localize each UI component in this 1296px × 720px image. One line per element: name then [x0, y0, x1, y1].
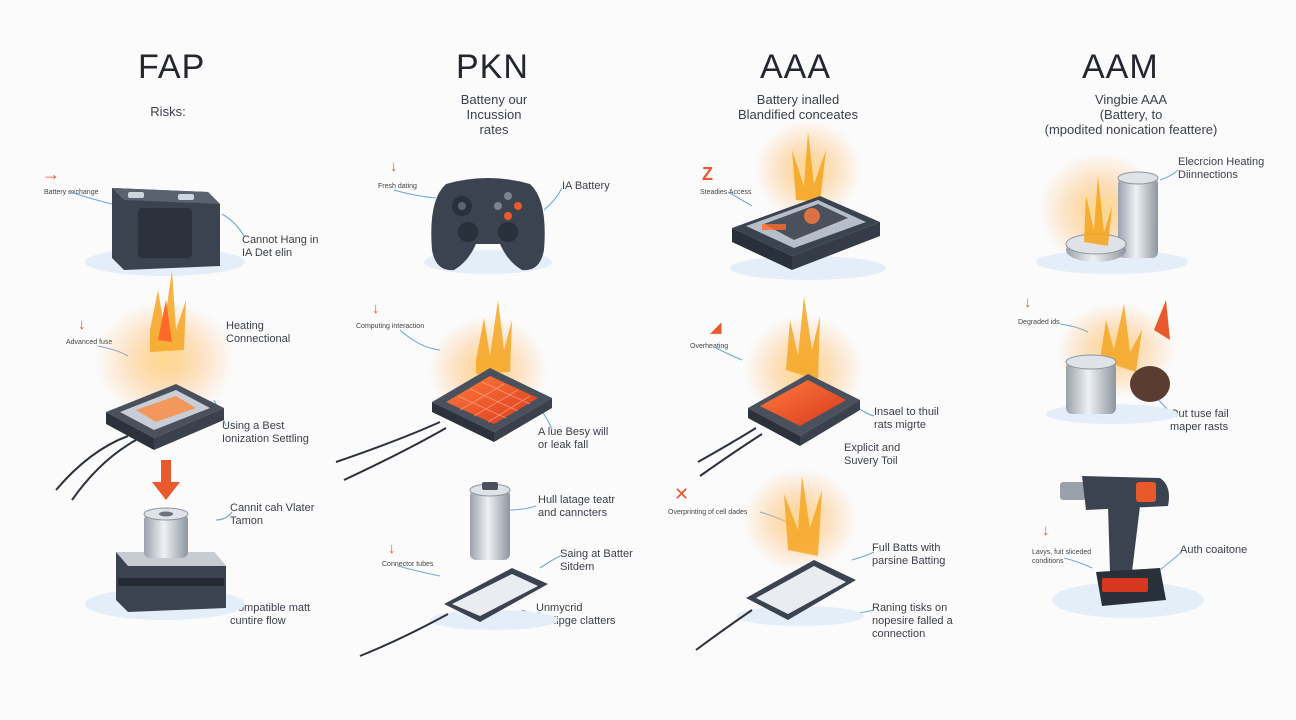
- note-label: Saing at Batter Sitdem: [560, 548, 633, 573]
- note-label: Auth coaitone: [1180, 544, 1248, 556]
- column-subtitle: Batteny our Incussion rates: [460, 92, 528, 137]
- note-label: Raning tisks on nopesire falled a connec…: [872, 602, 953, 640]
- arrow-down-icon: ↓: [388, 540, 396, 557]
- tag-label: Computing interaction: [356, 323, 425, 330]
- note-label: Elecrcion Heating Diinnections: [1178, 156, 1265, 181]
- tag-label: Advanced fuse: [66, 339, 113, 346]
- cell-fire-icon: [1036, 152, 1188, 274]
- tag-label: Overprinting of cell dades: [668, 509, 748, 516]
- cylinder-battery-icon: [469, 482, 511, 560]
- arrow-down-icon: ↓: [390, 158, 398, 175]
- game-controller-icon: [424, 178, 552, 274]
- column-title: PKN: [456, 48, 529, 86]
- tag-label: Steadies Access: [700, 189, 752, 196]
- note-label: IA Battery: [562, 180, 610, 192]
- down-arrow-icon: [152, 460, 180, 500]
- note-label: Full Batts with parsine Batting: [872, 542, 946, 567]
- arrow-down-icon: ↓: [1042, 522, 1050, 539]
- note-label: Explicit and Suvery Toil: [844, 442, 901, 467]
- column-aaa: AAA Battery inalled Blandified conceates…: [648, 0, 972, 720]
- battery-cell-on-base-icon: [85, 507, 245, 620]
- arrow-down-icon: ↓: [372, 300, 380, 317]
- arrow-down-icon: ↓: [1024, 294, 1032, 311]
- leaking-cell-icon: [1046, 300, 1178, 424]
- warning-triangle-icon: ◢: [710, 319, 722, 336]
- power-drill-icon: [1052, 476, 1204, 618]
- tag-label: Fresh dating: [378, 183, 417, 190]
- tag-label: Connector tubes: [382, 561, 434, 568]
- column-aam: AAM Vingbie AAA (Battery, to (mpodited n…: [972, 0, 1296, 720]
- tag-label: Overheating: [690, 343, 729, 350]
- column-title: AAA: [760, 48, 832, 86]
- note-label: Hull latage teatr and canncters: [538, 494, 616, 519]
- smartphone-fire-icon: [695, 468, 864, 651]
- note-label: Insael to thuil rats migrte: [874, 406, 939, 431]
- overheating-panel-icon: [335, 300, 552, 481]
- column-title: FAP: [138, 48, 206, 86]
- tag-label: Lavys, fuit sliceded conditions: [1032, 549, 1092, 565]
- power-bank-icon: [85, 188, 245, 276]
- note-label: Cannot Hang in IA Det elin: [242, 234, 319, 259]
- cross-mark: ✕: [674, 484, 690, 504]
- arrow-right-icon: →: [42, 164, 60, 184]
- column-title: AAM: [1082, 48, 1159, 86]
- column-subtitle: Risks:: [150, 104, 186, 119]
- warning-z-mark: Z: [702, 164, 713, 184]
- column-fap: FAP Risks: → Battery exchange Cannot Han…: [0, 0, 324, 720]
- column-subtitle: Vingbie AAA (Battery, to (mpodited nonic…: [1044, 92, 1218, 137]
- heating-pad-icon: [55, 270, 235, 501]
- note-label: Heating Connectional: [226, 320, 291, 345]
- smartphone-icon: [359, 568, 558, 657]
- arrow-down-icon: ↓: [78, 316, 86, 333]
- note-label: Cannit cah Vlater Tamon: [230, 502, 315, 527]
- note-label: Using a Best Ionization Settling: [222, 420, 309, 445]
- tag-label: Degraded ids: [1018, 319, 1060, 326]
- column-pkn: PKN Batteny our Incussion rates ↓ Fresh …: [324, 0, 648, 720]
- column-subtitle: Battery inalled Blandified conceates: [738, 92, 858, 122]
- overheating-panel-icon: [697, 296, 864, 477]
- tablet-fire-icon: [730, 120, 886, 280]
- leader-lines: [69, 169, 1183, 615]
